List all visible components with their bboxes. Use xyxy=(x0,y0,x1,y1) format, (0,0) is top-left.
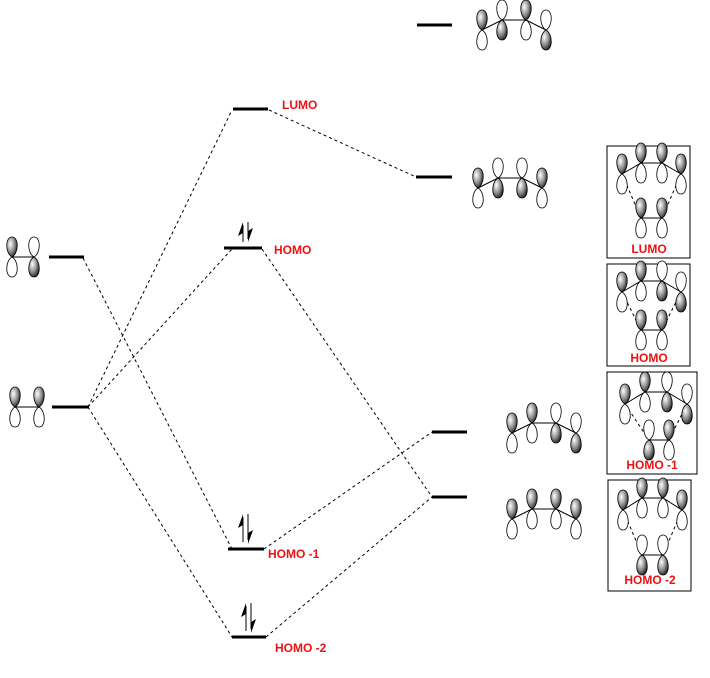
homo-2-electron-pair xyxy=(241,603,256,633)
butadiene-psi1-orbital xyxy=(506,488,582,540)
butadiene-psi4-orbital xyxy=(476,0,552,51)
box-label-homo: HOMO xyxy=(630,351,667,365)
center-levels: LUMO HOMO HOMO -1 HOMO -2 xyxy=(224,98,327,655)
homo-1-label: HOMO -1 xyxy=(268,547,320,561)
orbital-box-lumo: LUMO xyxy=(606,142,691,259)
box-label-homo-1: HOMO -1 xyxy=(626,458,678,472)
lumo-label: LUMO xyxy=(282,98,317,112)
right-fragment xyxy=(416,0,582,540)
homo-electron-pair xyxy=(238,222,253,242)
box-label-lumo: LUMO xyxy=(631,242,666,256)
orbital-box-homo-1: HOMO -1 xyxy=(606,371,698,475)
homo-2-label: HOMO -2 xyxy=(275,641,327,655)
butadiene-psi2-orbital xyxy=(506,402,582,454)
homo-1-electron-pair xyxy=(238,514,253,544)
orbital-box-homo-2: HOMO -2 xyxy=(607,477,692,592)
correlation-lines xyxy=(82,109,433,638)
left-fragment xyxy=(6,236,89,428)
orbital-box-homo: HOMO xyxy=(606,260,691,367)
ethylene-pi-star-orbital xyxy=(6,236,40,278)
box-label-homo-2: HOMO -2 xyxy=(624,573,676,587)
ethylene-pi-orbital xyxy=(9,386,45,428)
butadiene-psi3-orbital xyxy=(472,157,548,209)
homo-label: HOMO xyxy=(274,243,311,257)
